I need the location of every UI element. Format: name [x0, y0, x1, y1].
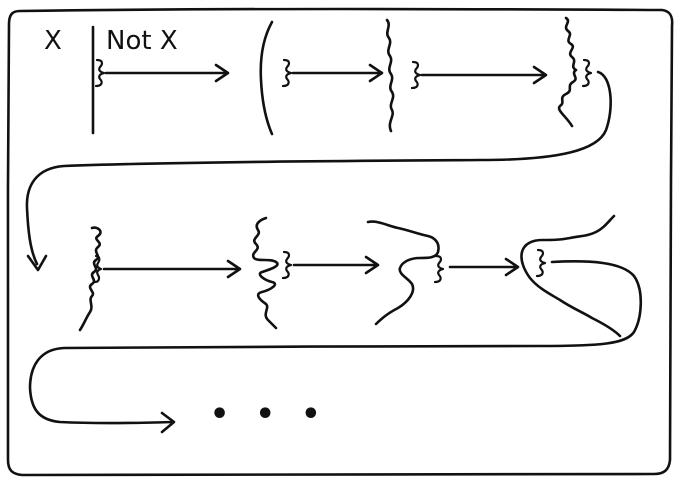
arrow-1 — [104, 63, 230, 83]
boundary-stage-8 — [520, 214, 622, 338]
bracket-stage-3 — [410, 60, 422, 90]
boundary-stage-2 — [259, 20, 274, 136]
label-not-x: Not X — [106, 26, 178, 56]
bracket-stage-6 — [281, 250, 293, 280]
arrow-4 — [102, 259, 242, 279]
connector-1 — [25, 70, 612, 272]
bracket-stage-4 — [581, 58, 593, 88]
boundary-stage-4 — [557, 16, 578, 128]
outer-frame — [6, 7, 674, 477]
boundary-stage-3 — [385, 18, 395, 133]
bracket-stage-2 — [281, 58, 293, 88]
connector-2 — [28, 260, 643, 434]
arrow-2 — [291, 63, 384, 83]
bracket-stage-1 — [94, 58, 106, 88]
bracket-stage-7 — [433, 254, 445, 284]
continuation-dots: • • • — [210, 397, 328, 432]
arrow-3 — [420, 65, 548, 85]
boundary-stage-5 — [78, 226, 102, 332]
arrow-5 — [292, 255, 380, 275]
arrow-6 — [448, 257, 520, 277]
bracket-stage-8 — [535, 248, 547, 278]
bracket-stage-5 — [93, 254, 103, 284]
boundary-stage-6 — [251, 216, 279, 330]
boundary-stage-7 — [366, 220, 440, 326]
label-x: X — [44, 26, 62, 56]
